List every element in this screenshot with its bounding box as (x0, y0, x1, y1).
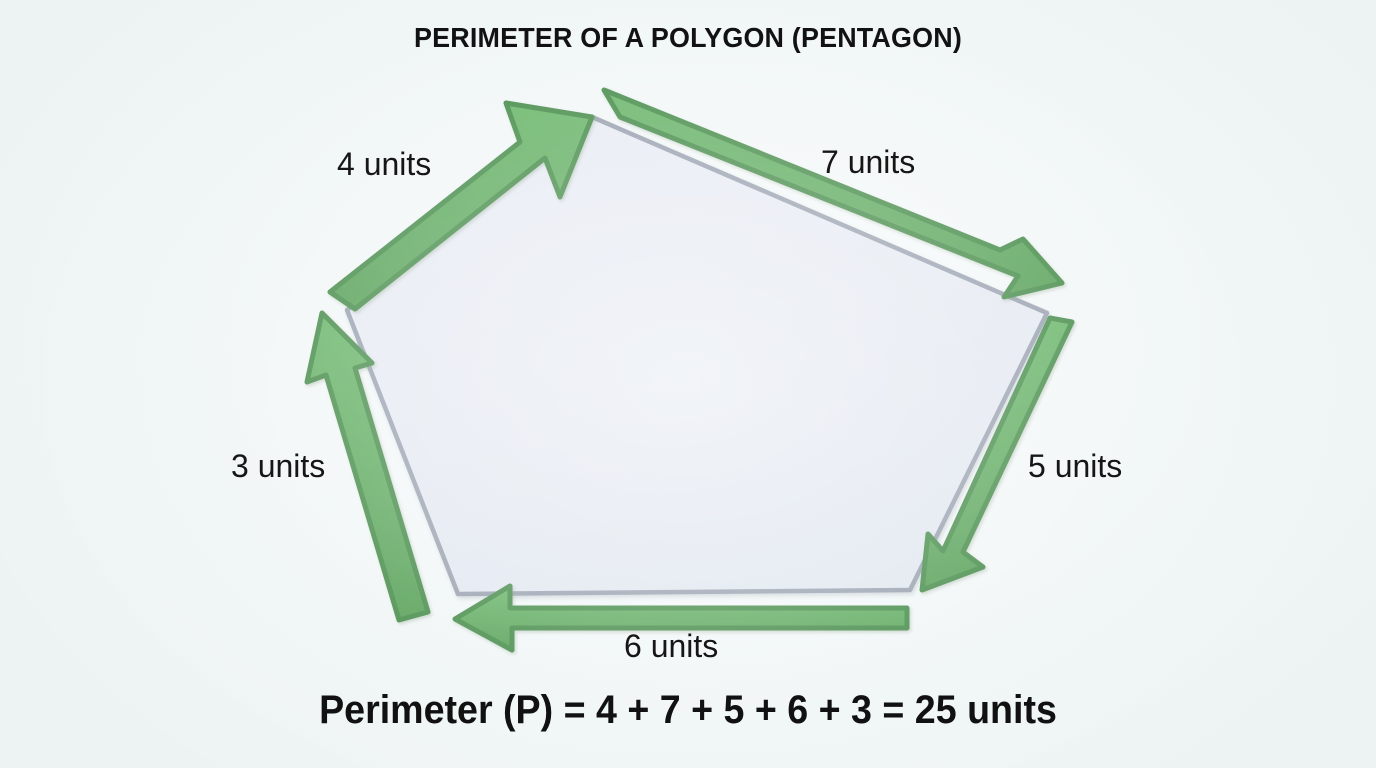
side-label-right: 5 units (1028, 448, 1123, 484)
side-label-top-left: 4 units (337, 146, 432, 182)
arrow-side-3-units (304, 310, 431, 623)
perimeter-equation: Perimeter (P) = 4 + 7 + 5 + 6 + 3 = 25 u… (319, 688, 1057, 732)
side-label-top-right: 7 units (821, 144, 916, 180)
arrow-side-4-units (327, 100, 595, 312)
arrow-side-7-units (601, 87, 1065, 300)
arrow-side-5-units (919, 315, 1075, 593)
side-label-bottom: 6 units (624, 628, 719, 664)
side-label-left: 3 units (231, 448, 326, 484)
pentagon-shape (344, 114, 1050, 597)
page-title: PERIMETER OF A POLYGON (PENTAGON) (414, 22, 962, 53)
arrow-side-6-units (452, 583, 910, 653)
